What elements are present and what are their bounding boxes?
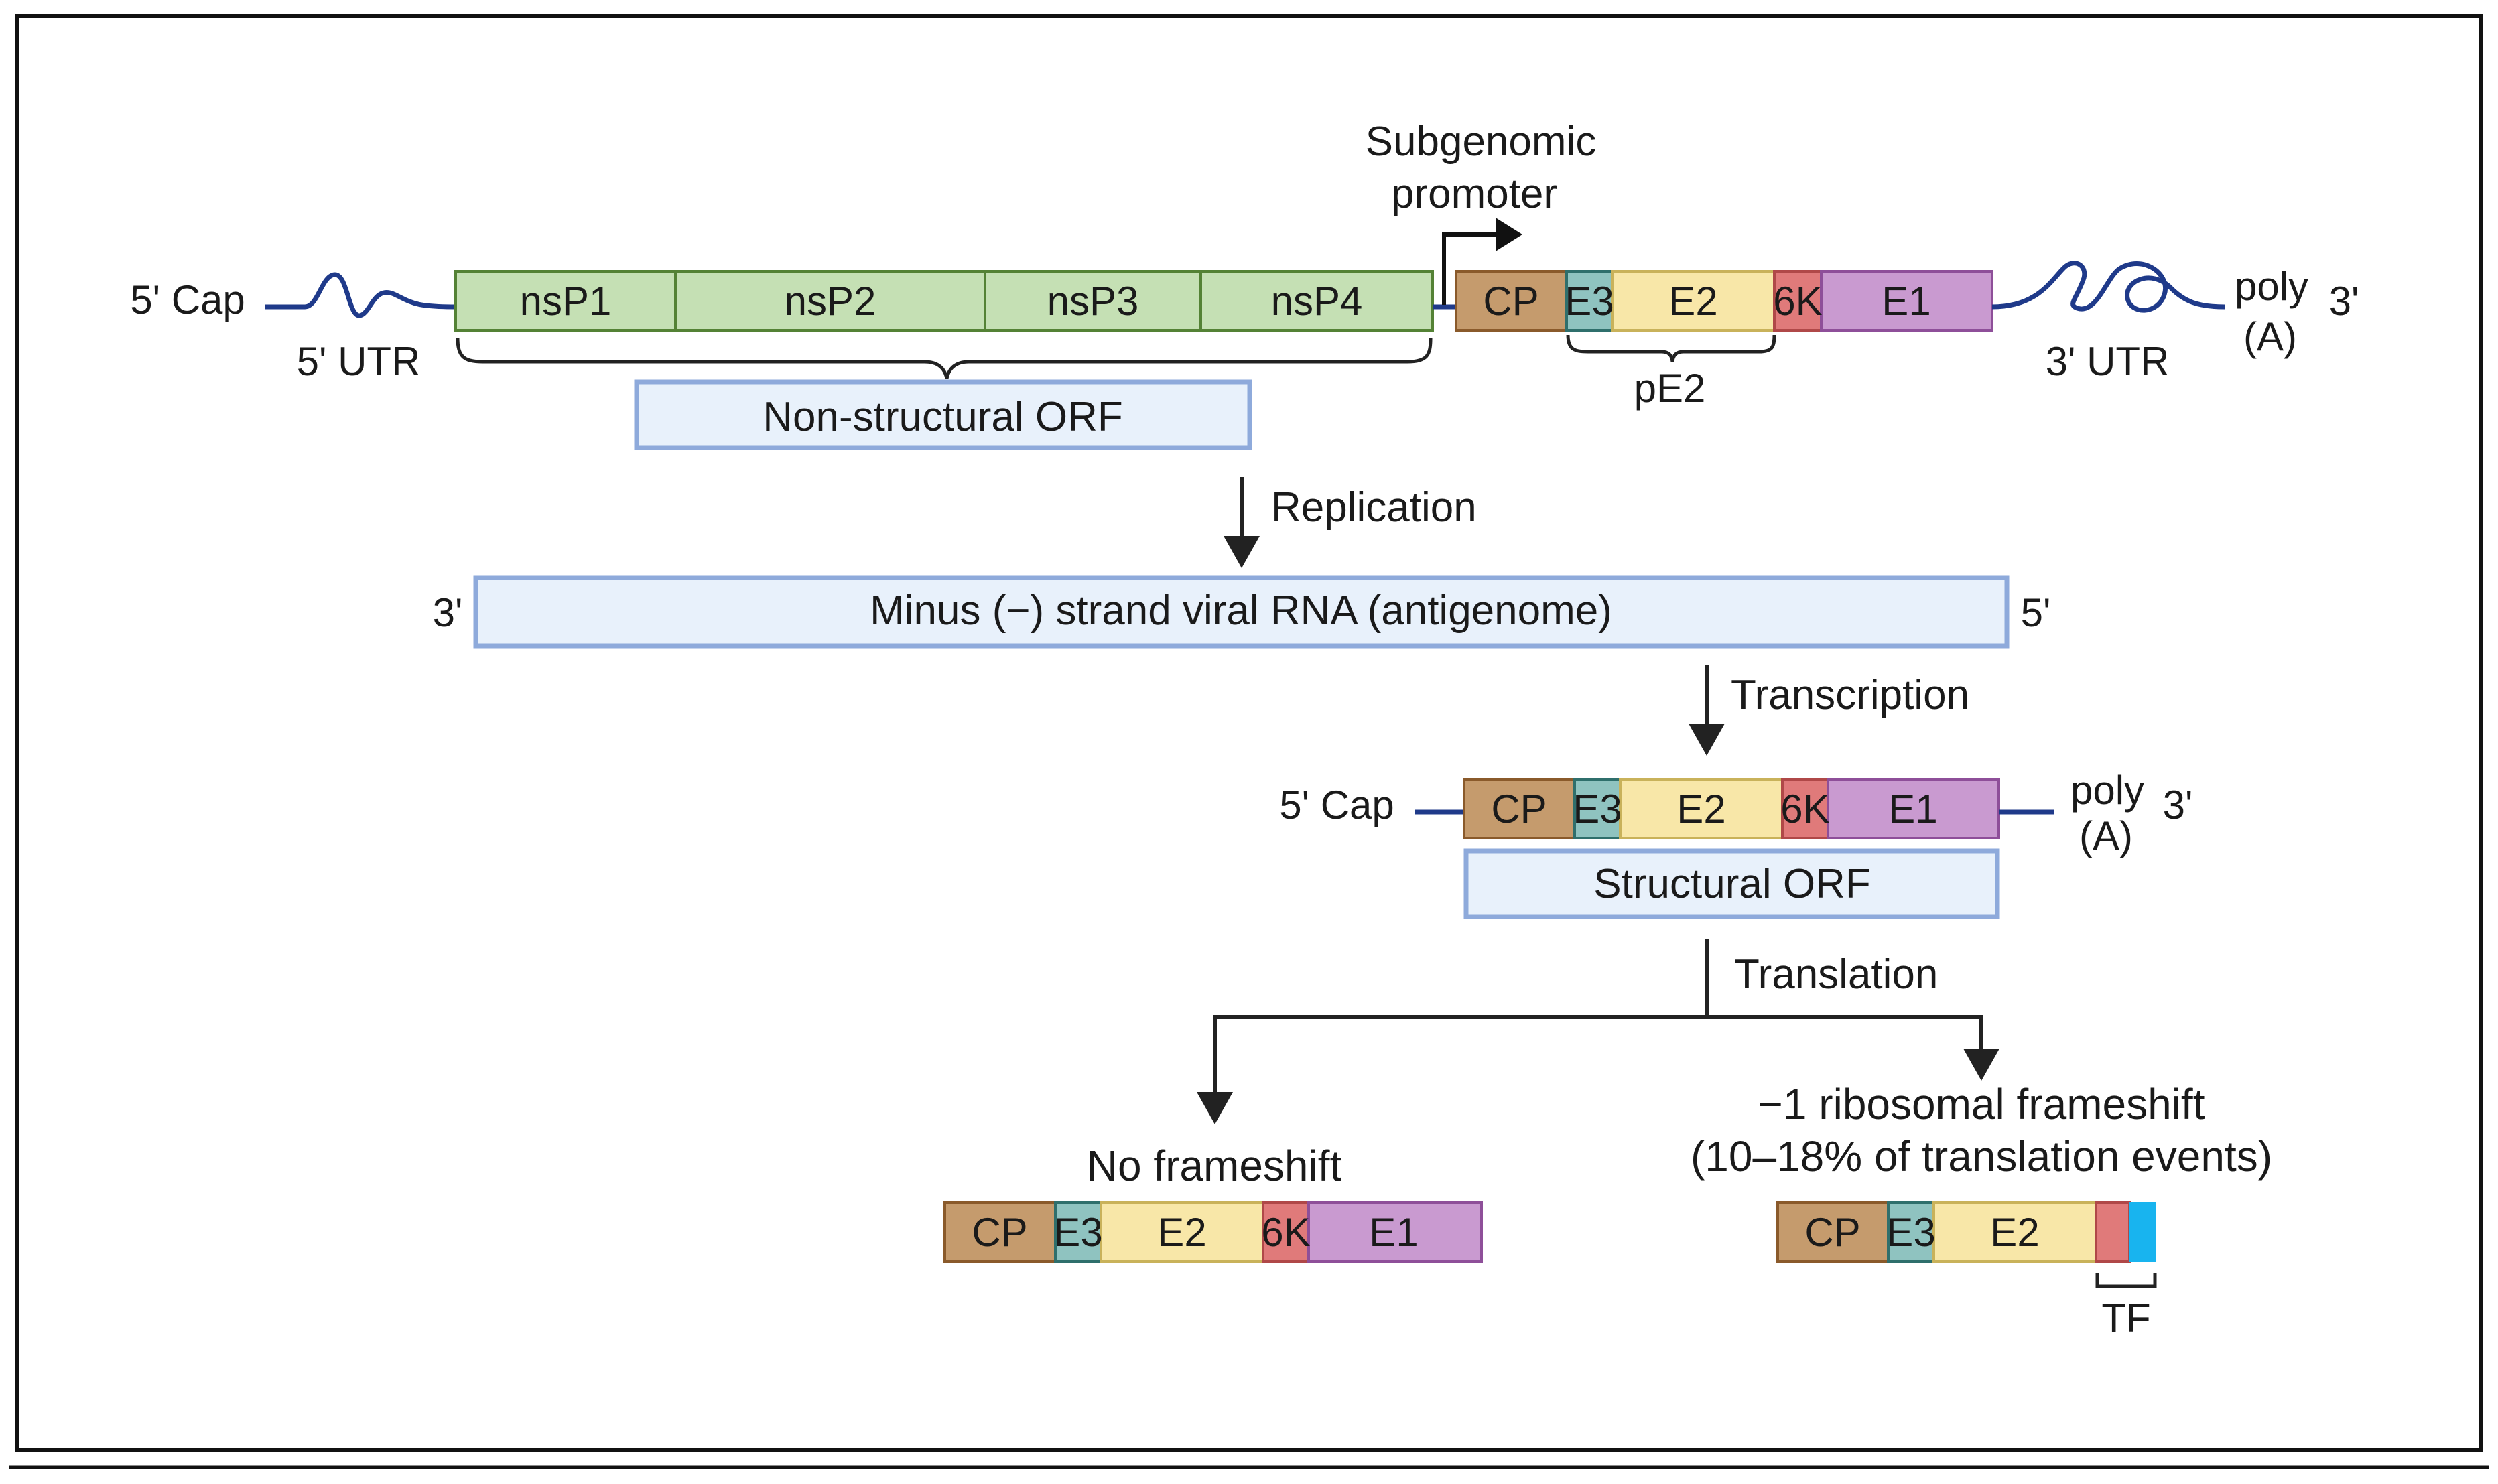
no-frameshift-label: No frameshift [1087, 1142, 1342, 1190]
nsp4-segment [1199, 270, 1434, 332]
five-utr-label: 5' UTR [297, 339, 421, 384]
antigenome-5prime-label: 5' [2021, 590, 2051, 635]
antigenome-3prime-label: 3' [433, 590, 463, 635]
sg-e1-label: E1 [1888, 787, 1937, 831]
nonstructural-orf-label: Non-structural ORF [763, 394, 1122, 440]
subgenomic-label-2: promoter [1391, 171, 1557, 217]
antigenome-label: Minus (−) strand viral RNA (antigenome) [870, 588, 1612, 634]
genome-structural-block: CP E3 E2 6K E1 [1455, 270, 1993, 332]
genome-polya-label: (A) [2243, 314, 2297, 359]
sg-polya-label: (A) [2079, 813, 2133, 858]
pe2-brace [1566, 334, 1776, 362]
nsp3-segment [984, 270, 1202, 332]
genome-poly-label: poly [2235, 264, 2308, 309]
translation-left-arrowhead [1197, 1092, 1233, 1124]
nf-e1-segment [1307, 1201, 1483, 1263]
genome-5cap-label: 5' Cap [130, 277, 245, 322]
fs-e2-segment [1932, 1201, 2097, 1263]
genome-e3-segment [1565, 270, 1614, 332]
sg-e1-segment [1827, 778, 2000, 839]
transcription-label: Transcription [1731, 672, 1969, 718]
antigenome-box [473, 575, 2010, 649]
replication-arrowhead [1224, 536, 1260, 568]
sg-6k-segment [1781, 778, 1829, 839]
fs-e3-label: E3 [1886, 1210, 1935, 1255]
genome-6k-segment [1773, 270, 1823, 332]
nsp2-label: nsP2 [785, 279, 876, 324]
subgenomic-promoter-arrow [1442, 232, 1496, 305]
nf-6k-label: 6K [1261, 1210, 1310, 1255]
sg-e3-segment [1573, 778, 1622, 839]
genome-e1-label: E1 [1882, 279, 1930, 324]
subgenomic-promoter-arrowhead [1496, 218, 1522, 251]
subgenomic-label-1: Subgenomic [1366, 119, 1597, 165]
sg-6k-label: 6K [1780, 787, 1829, 831]
nonstructural-brace [456, 338, 1433, 379]
fs-tf-part-segment [2129, 1202, 2156, 1262]
frameshift-polyprotein: CP E3 E2 [1776, 1201, 2156, 1263]
fs-cp-segment [1776, 1201, 1890, 1263]
frameshift-label-1: −1 ribosomal frameshift [1758, 1080, 2205, 1128]
sg-poly-label: poly [2070, 768, 2144, 813]
tf-label: TF [2101, 1296, 2150, 1341]
translation-branch [1213, 1015, 1983, 1095]
nsp3-label: nsP3 [1047, 279, 1139, 324]
fs-6k-part-segment [2095, 1201, 2131, 1263]
frameshift-label-2: (10–18% of translation events) [1691, 1132, 2272, 1181]
sg-cp-label: CP [1491, 787, 1547, 831]
structural-orf-label: Structural ORF [1593, 861, 1870, 907]
translation-right-arrowhead [1963, 1049, 1999, 1081]
three-utr-label: 3' UTR [2046, 339, 2170, 384]
nonstructural-orf-box [634, 379, 1252, 450]
sg-e3-label: E3 [1573, 787, 1622, 831]
translation-label: Translation [1734, 951, 1938, 998]
genome-e2-segment [1611, 270, 1776, 332]
nf-e2-label: E2 [1157, 1210, 1206, 1255]
nf-e3-label: E3 [1053, 1210, 1102, 1255]
three-utr-line [1991, 261, 2225, 313]
genome-cp-segment [1455, 270, 1568, 332]
sg-e2-segment [1619, 778, 1784, 839]
nsp-block: nsP1 nsP2 nsP3 nsP4 [454, 270, 1434, 332]
genome-3prime-label: 3' [2329, 279, 2359, 324]
fs-cp-label: CP [1804, 1210, 1860, 1255]
no-frameshift-polyprotein: CP E3 E2 6K E1 [943, 1201, 1483, 1263]
nsp1-segment [454, 270, 677, 332]
sg-e2-label: E2 [1677, 787, 1725, 831]
structural-orf-box [1463, 848, 2000, 919]
five-utr-line [265, 272, 456, 318]
nsp1-label: nsP1 [520, 279, 612, 324]
transcription-arrowhead [1689, 724, 1725, 756]
genome-cp-label: CP [1483, 279, 1538, 324]
genome-e3-label: E3 [1565, 279, 1614, 324]
genome-e2-label: E2 [1668, 279, 1717, 324]
replication-label: Replication [1271, 484, 1477, 531]
nsp4-label: nsP4 [1271, 279, 1363, 324]
figure-frame [15, 14, 2483, 1452]
sg-structural-block: CP E3 E2 6K E1 [1463, 778, 2000, 839]
nf-e1-label: E1 [1369, 1210, 1418, 1255]
sg-3prime-label: 3' [2163, 783, 2193, 827]
genome-e1-segment [1820, 270, 1993, 332]
nf-cp-label: CP [972, 1210, 1027, 1255]
pe2-label: pE2 [1634, 366, 1706, 411]
sg-5cap-label: 5' Cap [1279, 783, 1394, 827]
fs-e2-label: E2 [1990, 1210, 2039, 1255]
genome-6k-label: 6K [1773, 279, 1822, 324]
sg-cp-segment [1463, 778, 1576, 839]
tf-bracket [2095, 1273, 2157, 1288]
